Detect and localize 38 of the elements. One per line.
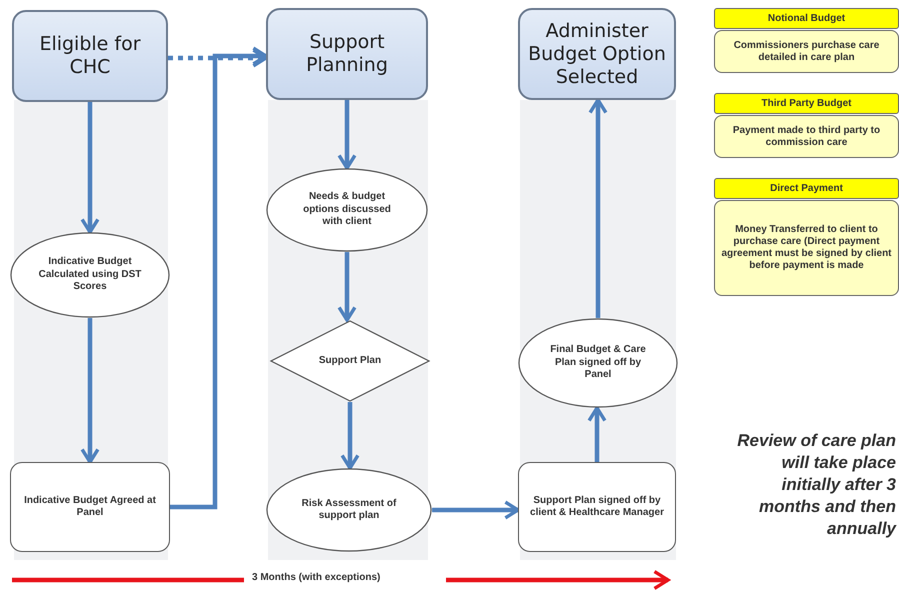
node-label: Notional Budget bbox=[768, 12, 846, 24]
arrow bbox=[587, 406, 607, 462]
option-header bbox=[714, 178, 899, 199]
node-label: Eligible for CHC bbox=[38, 33, 142, 79]
node-label: Third Party Budget bbox=[761, 98, 852, 110]
arrow bbox=[80, 102, 100, 234]
option-header bbox=[714, 93, 899, 114]
node-label: Payment made to third party to commission care bbox=[732, 124, 882, 148]
arrow bbox=[170, 46, 268, 510]
node-label: Support Plan signed off by client & Healthcare Manager bbox=[529, 494, 665, 520]
node-label: Indicative Budget Calculated using DST Scores bbox=[38, 256, 142, 294]
note-text: Review of care plan will take place initially after 3 months and then annually bbox=[736, 430, 896, 540]
process-box bbox=[10, 462, 170, 552]
arrow bbox=[337, 252, 357, 322]
node-label: Direct Payment bbox=[770, 182, 843, 194]
process-box bbox=[12, 10, 168, 102]
node-label: Money Transferred to client to purchase care (Direct payment agreement must be signed by client before payment is made bbox=[720, 224, 893, 272]
node-label: Commissioners purchase care detailed in care plan bbox=[732, 40, 880, 64]
option-description bbox=[714, 115, 899, 158]
arrow bbox=[80, 318, 100, 464]
arrow bbox=[588, 98, 608, 318]
process-box bbox=[266, 8, 428, 100]
node-label: Final Budget & Care Plan signed off by Panel bbox=[549, 344, 647, 382]
arrow bbox=[337, 100, 357, 170]
option-header bbox=[714, 8, 899, 29]
option-description bbox=[714, 200, 899, 296]
dotted-arrow bbox=[168, 48, 268, 68]
arrow bbox=[432, 500, 520, 520]
node-label: Administer Budget Option Selected bbox=[527, 20, 667, 88]
node-label: Needs & budget options discussed with client bbox=[302, 191, 392, 229]
node-label: Risk Assessment of support plan bbox=[300, 498, 398, 522]
node-label: Indicative Budget Agreed at Panel bbox=[23, 494, 157, 520]
option-description bbox=[714, 30, 899, 73]
process-box bbox=[518, 462, 676, 552]
process-box bbox=[518, 8, 676, 100]
node-label: Support Planning bbox=[305, 31, 389, 77]
node-label: Support Plan bbox=[318, 354, 382, 368]
arrow bbox=[340, 402, 360, 470]
